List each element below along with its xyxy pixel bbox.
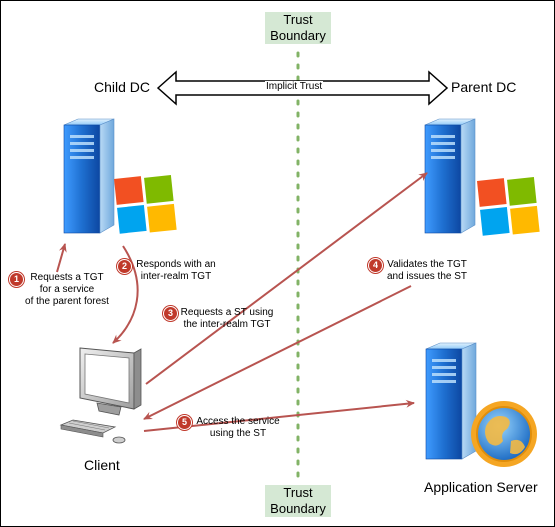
step-3-text: Requests a ST using the inter-realm TGT	[173, 307, 281, 331]
arrow-step-1	[56, 243, 67, 273]
step-4-line2: and issues the ST	[386, 271, 468, 282]
step-5-text: Access the service using the ST	[190, 416, 286, 440]
globe-icon	[471, 401, 537, 467]
server-icon	[425, 342, 477, 460]
trust-boundary-bottom-line1: Trust	[283, 485, 313, 500]
windows-logo-icon	[114, 175, 177, 234]
windows-logo-icon	[477, 177, 540, 236]
trust-boundary-top-line1: Trust	[283, 12, 313, 27]
step-4-badge: 4	[368, 258, 383, 273]
step-2-line2: inter-realm TGT	[140, 271, 212, 282]
step-1-badge: 1	[9, 272, 24, 287]
application-server-label: Application Server	[424, 479, 538, 495]
implicit-trust-label: Implicit Trust	[265, 81, 324, 92]
step-3-line1: Requests a ST using	[180, 307, 274, 318]
step-3-line2: the inter-realm TGT	[183, 319, 271, 330]
step-5-line1: Access the service	[196, 416, 280, 427]
step-3-badge: 3	[163, 306, 178, 321]
step-5-line2: using the ST	[209, 428, 267, 439]
step-1-line3: of the parent forest	[25, 296, 109, 307]
step-4-text: Validates the TGT and issues the ST	[379, 259, 475, 283]
arrow-step-2	[112, 245, 139, 344]
trust-boundary-bottom: Trust Boundary	[265, 485, 331, 517]
trust-boundary-top-line2: Boundary	[270, 28, 326, 43]
step-2-line1: Responds with an	[136, 259, 216, 270]
computer-icon	[59, 347, 142, 444]
trust-boundary-bottom-line2: Boundary	[270, 501, 326, 516]
server-icon	[63, 118, 115, 234]
step-4-line1: Validates the TGT	[387, 259, 467, 270]
step-1-text: Requests a TGT for a service of the pare…	[17, 272, 117, 308]
step-1-line2: for a service	[39, 284, 95, 295]
arrow-step-3	[145, 172, 428, 385]
step-2-badge: 2	[117, 259, 132, 274]
client-label: Client	[84, 457, 120, 473]
step-2-text: Responds with an inter-realm TGT	[131, 259, 221, 283]
parent-dc-label: Parent DC	[451, 79, 517, 95]
trust-boundary-top: Trust Boundary	[265, 12, 331, 44]
step-5-badge: 5	[177, 415, 192, 430]
step-1-line1: Requests a TGT	[30, 272, 104, 283]
arrow-step-4	[143, 285, 412, 420]
server-icon	[424, 118, 476, 234]
child-dc-label: Child DC	[94, 79, 151, 95]
